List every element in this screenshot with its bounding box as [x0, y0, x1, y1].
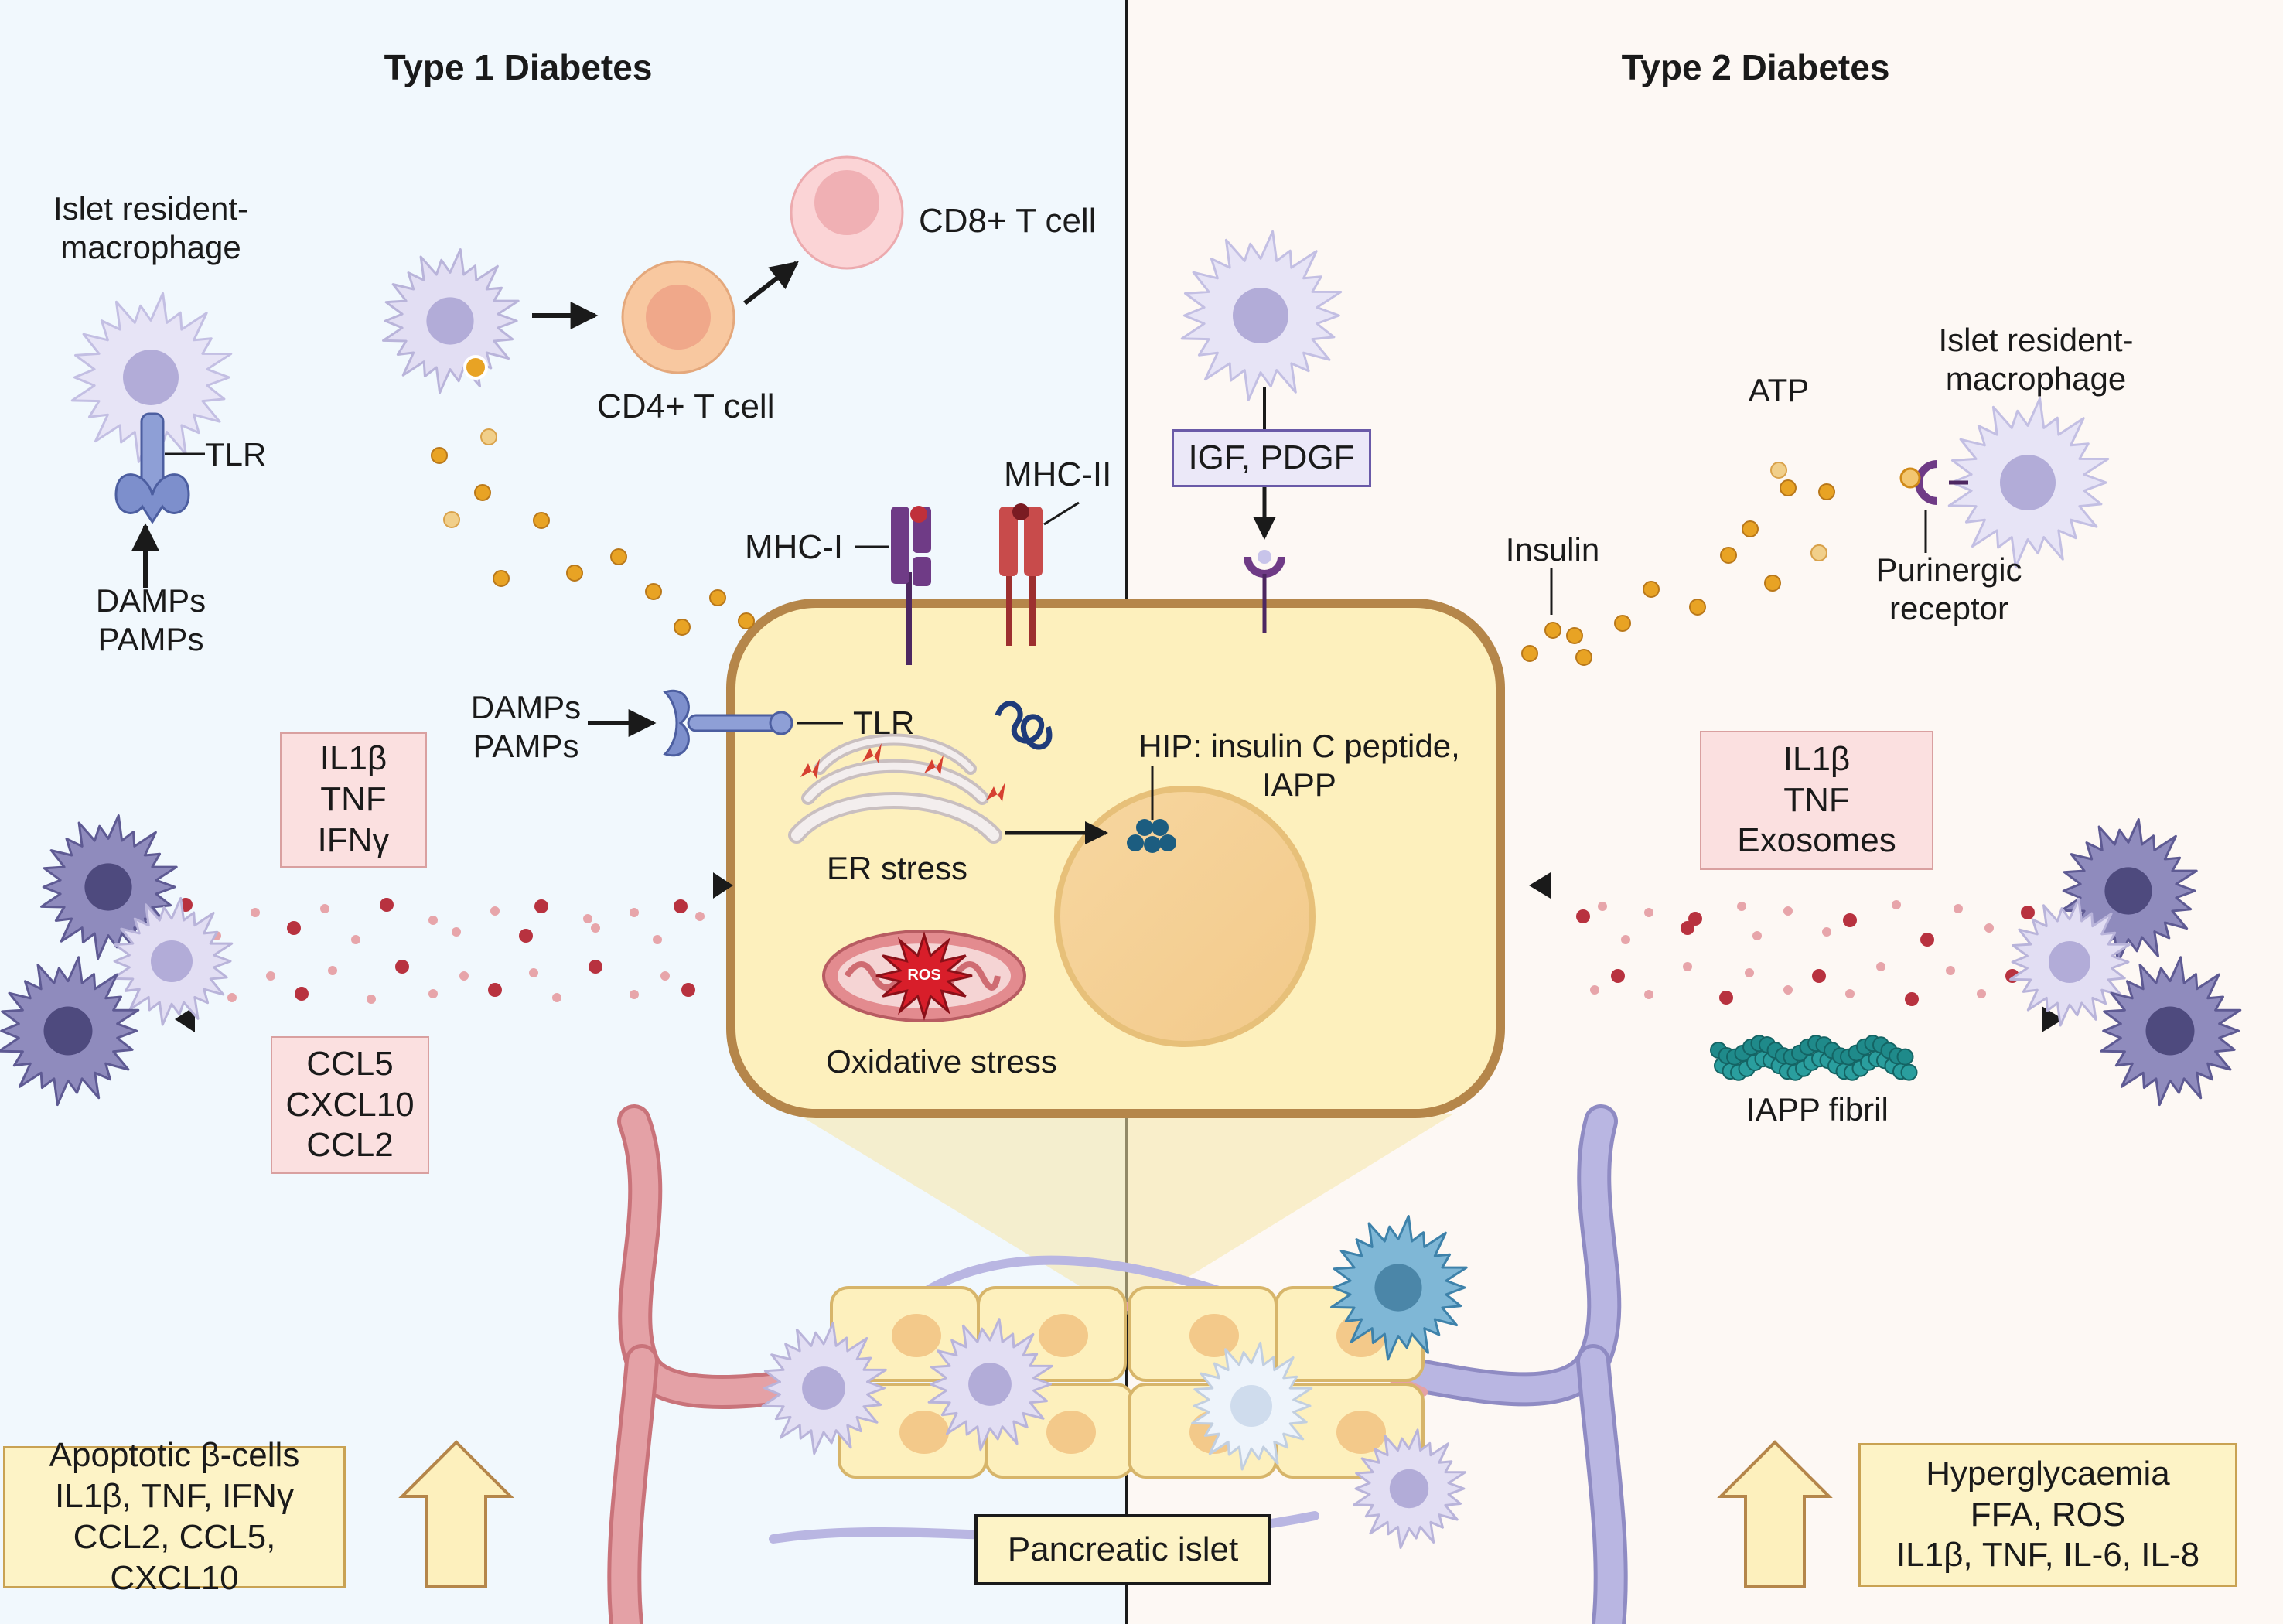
- er-icon: [788, 733, 1002, 844]
- macrophage-icon: [1191, 1341, 1313, 1471]
- cd8-label: CD8+ T cell: [919, 202, 1097, 240]
- t2-cytokine-arrowhead: [1529, 872, 1551, 899]
- summary-item: FFA, ROS: [1970, 1495, 2126, 1534]
- ros-label: ROS: [907, 967, 941, 984]
- cytokine-item: TNF: [1783, 780, 1850, 819]
- macrophage-icon: [111, 896, 234, 1026]
- macrophage-icon: [1947, 397, 2110, 568]
- iapp-fibril-label: IAPP fibril: [1746, 1091, 1889, 1128]
- cd4-to-cd8-arrow: [743, 261, 799, 305]
- summary-item: CCL2, CCL5, CXCL10: [73, 1518, 276, 1597]
- cell-tlr-label: TLR: [853, 705, 915, 741]
- hip-granules-icon: [1127, 766, 1176, 853]
- er-stress-label: ER stress: [826, 850, 968, 886]
- islet-immune-cells: [761, 1215, 1468, 1549]
- stress-bolt-icon: [800, 743, 1005, 802]
- macrophage-icon: [1353, 1428, 1467, 1549]
- mhc-i-icon: [891, 506, 931, 665]
- pancreatic-islet-label: Pancreatic islet: [1007, 1530, 1239, 1568]
- dna-icon: [995, 701, 1053, 750]
- summary-item: Apoptotic β-cells: [49, 1436, 300, 1475]
- type2-title: Type 2 Diabetes: [1621, 47, 1890, 87]
- chemokine-item: CCL2: [306, 1126, 394, 1165]
- purinergic-label: Purinergic receptor: [1875, 551, 2022, 626]
- tlr-receptor-icon: [114, 412, 190, 524]
- type1-title: Type 1 Diabetes: [384, 47, 653, 87]
- mhc-ii-label: MHC-II: [1004, 455, 1112, 493]
- t-cell-icon: [790, 155, 904, 270]
- chemokine-item: CCL5: [306, 1044, 394, 1083]
- purinergic-receptor-icon: [1899, 460, 1968, 505]
- cytokine-item: IL1β: [319, 739, 387, 778]
- up-arrow-icon: [1717, 1440, 1833, 1588]
- t2-summary-box: Hyperglycaemia FFA, ROS IL1β, TNF, IL-6,…: [1858, 1443, 2237, 1587]
- cytokine-item: TNF: [320, 780, 387, 819]
- t1-chemokines-box: CCL5 CXCL10 CCL2: [271, 1036, 429, 1174]
- antigen-granule: [463, 355, 488, 380]
- cell-damps-pamps-label: DAMPs PAMPs: [470, 689, 582, 764]
- t2-resident-macrophage-label: Islet resident- macrophage: [1938, 322, 2134, 397]
- purinergic-receptor-icon: [1244, 550, 1285, 633]
- t1-summary-box: Apoptotic β-cells IL1β, TNF, IFNγ CCL2, …: [3, 1436, 346, 1597]
- hip-label: HIP: insulin C peptide, IAPP: [1138, 728, 1460, 803]
- infiltrating-macrophages: [0, 814, 2242, 1107]
- t2-fibril-arrowhead: [2042, 1006, 2063, 1032]
- granule-dots: [179, 428, 2102, 1006]
- macrophage-icon: [2009, 897, 2131, 1027]
- t2-cytokines-box: IL1β TNF Exosomes: [1700, 731, 1933, 870]
- cd4-label: CD4+ T cell: [597, 387, 775, 425]
- mhc-i-label: MHC-I: [745, 528, 844, 566]
- macrophage-icon: [70, 292, 233, 463]
- macrophage-icon: [2100, 956, 2242, 1107]
- t1-cytokine-arrowhead: [713, 872, 733, 899]
- t-cell-icon: [621, 260, 735, 374]
- summary-item: Hyperglycaemia: [1926, 1454, 2170, 1493]
- chemokine-item: CXCL10: [285, 1085, 415, 1124]
- macrophage-icon: [1180, 230, 1343, 401]
- insulin-label: Insulin: [1505, 531, 1600, 568]
- t1-cytokines-box: IL1β TNF IFNγ: [280, 732, 427, 868]
- t1-chemokine-arrowhead: [175, 1006, 195, 1032]
- macrophage-icon: [1330, 1215, 1468, 1361]
- t1-resident-macrophage-label: Islet resident- macrophage: [53, 190, 249, 265]
- up-arrow-icon: [398, 1440, 514, 1588]
- igf-pdgf-label: IGF, PDGF: [1188, 438, 1355, 477]
- summary-item: IL1β, TNF, IFNγ: [55, 1477, 294, 1516]
- atp-label: ATP: [1748, 372, 1810, 408]
- tlr-receptor-icon: [663, 689, 793, 757]
- zoom-highlight: [797, 1114, 1454, 1315]
- t1-tlr-label: TLR: [205, 436, 267, 473]
- macrophage-icon: [70, 292, 233, 463]
- cytokine-item: IFNγ: [317, 821, 390, 859]
- ros-burst-icon: [875, 931, 973, 1021]
- cytokine-item: Exosomes: [1737, 821, 1896, 860]
- cytokine-item: IL1β: [1783, 739, 1851, 778]
- macrophage-icon: [927, 1318, 1053, 1452]
- mhc-ii-icon: [999, 503, 1043, 646]
- macrophage-icon: [0, 956, 140, 1107]
- nucleus-icon: [1054, 786, 1316, 1047]
- igf-pdgf-box: IGF, PDGF: [1172, 429, 1371, 487]
- t1-damps-pamps-label: DAMPs PAMPs: [95, 582, 206, 657]
- macrophage-icon: [1947, 397, 2110, 568]
- macrophage-icon: [761, 1322, 887, 1455]
- mhc-ii-leader: [1043, 501, 1080, 526]
- pancreatic-islet-box: Pancreatic islet: [974, 1514, 1271, 1585]
- macrophage-icon: [1180, 230, 1343, 401]
- summary-item: IL1β, TNF, IL-6, IL-8: [1896, 1536, 2200, 1575]
- iapp-fibril-icon: [1710, 1035, 1918, 1081]
- oxidative-stress-label: Oxidative stress: [826, 1043, 1057, 1080]
